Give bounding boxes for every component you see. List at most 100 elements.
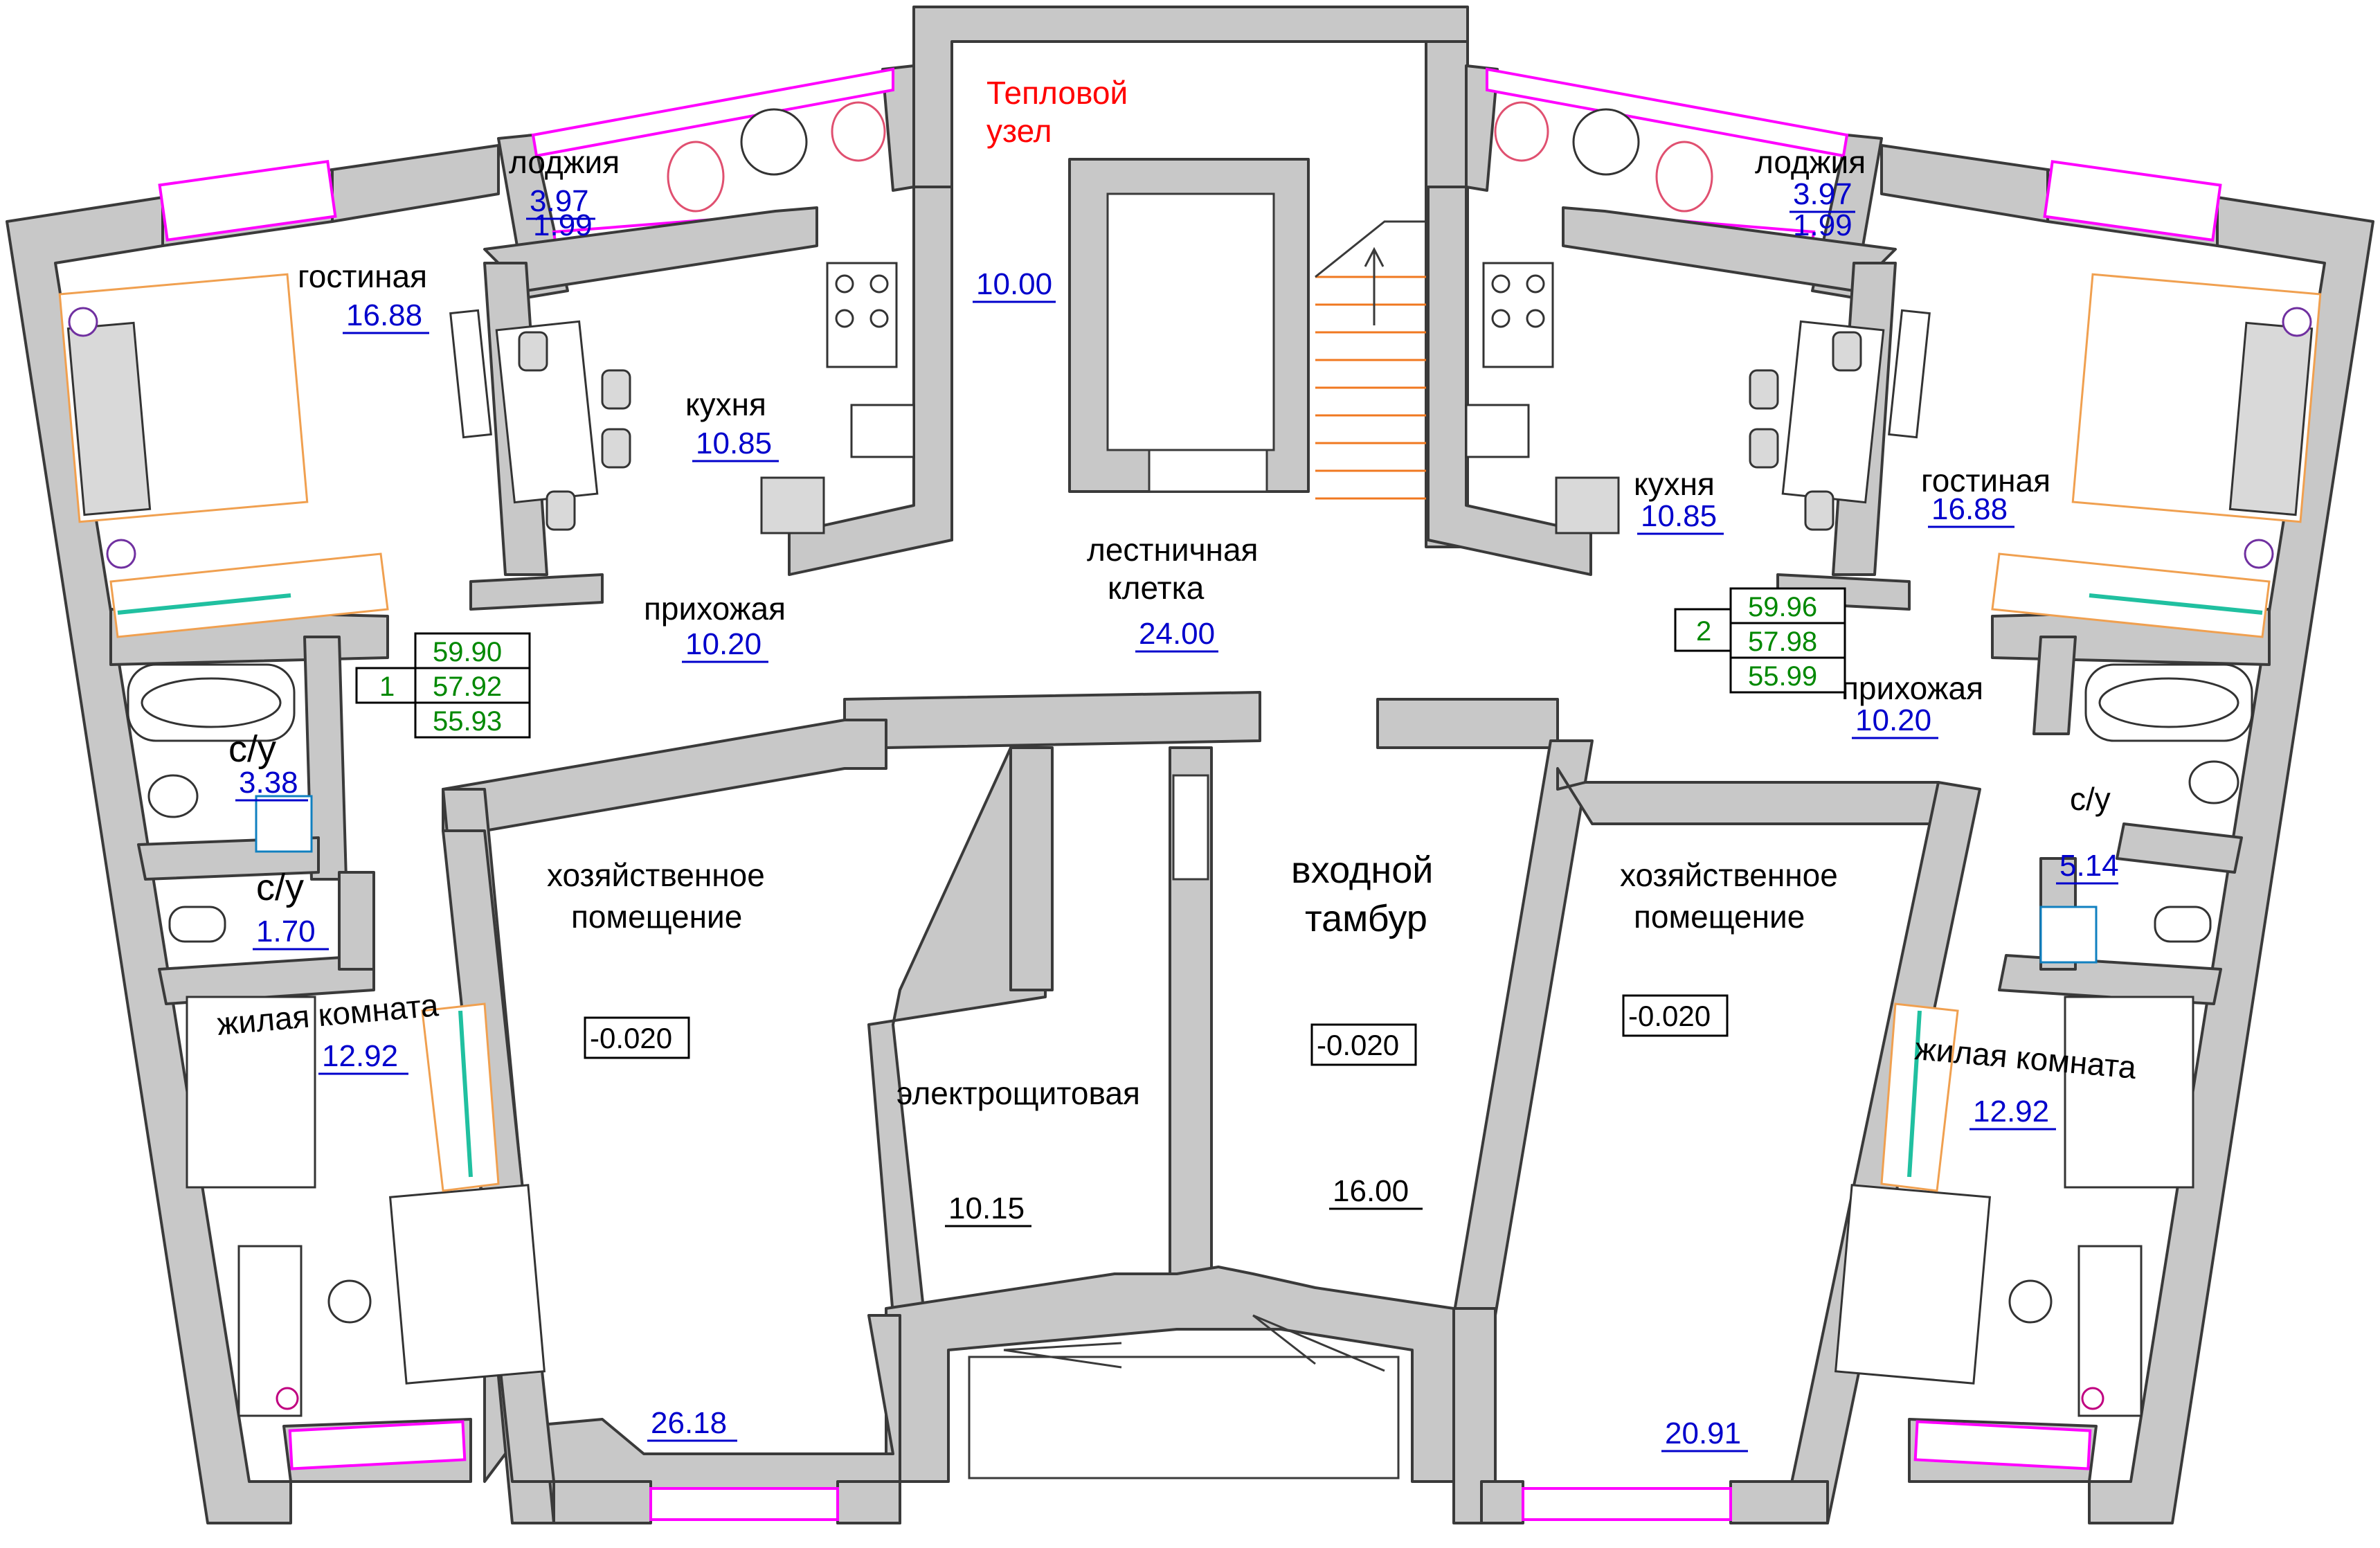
apt1-wc-label: с/у [256, 867, 304, 908]
apt2-sofa-back [2228, 321, 2314, 516]
entrance-bay [885, 1266, 1455, 1483]
apt1-burner-1 [835, 274, 854, 294]
left-storage-bottom-right [836, 1480, 901, 1524]
apt1-hall-area: 10.20 [685, 627, 761, 661]
apt2-bath-area: 5.14 [2059, 849, 2119, 883]
entrance-floor [968, 1356, 1400, 1479]
apt1-living-label: гостиная [298, 258, 427, 294]
apt1-loggia-chair-2 [831, 101, 886, 162]
storage-right-level-box [1622, 994, 1729, 1037]
storage-right-area: 20.91 [1665, 1416, 1741, 1450]
apt2-chair-1 [1832, 331, 1862, 372]
apt2-chair-3 [1749, 428, 1779, 469]
apt1-living-area: 16.88 [346, 298, 422, 332]
apt1-loggia-chair-1 [667, 141, 725, 213]
apt1-wardrobe-bedroom [421, 1002, 500, 1192]
apt1-living-window [158, 160, 337, 242]
apt2-desk [2077, 1245, 2143, 1417]
apt1-burner-4 [869, 309, 889, 328]
central-core [843, 6, 1594, 1483]
apt2-kitchen-left-wall [1427, 186, 1592, 576]
apt2-area-net: 55.99 [1748, 661, 1817, 692]
apt1-bath-area: 3.38 [239, 766, 298, 800]
apt1-area-table: 1 59.90 57.92 55.93 [355, 632, 531, 739]
apt2-chair-4 [1804, 490, 1834, 531]
apt2-living-area: 16.88 [1931, 492, 2008, 526]
apartment-2 [1427, 64, 2374, 1524]
apt1-lamp-1 [68, 307, 98, 337]
apt1-chair-1 [518, 331, 548, 372]
apt1-lamp-2 [106, 539, 136, 569]
storage-right-label-2: помещение [1634, 899, 1805, 935]
apt2-loggia-chair-1 [1655, 141, 1713, 213]
apt1-bathtub-inner [141, 677, 282, 728]
stair-hall-label: лестничная [1087, 532, 1258, 568]
apt1-bedroom-window [288, 1420, 467, 1470]
apt2-burner-4 [1526, 309, 1545, 328]
apt2-wardrobe-bedroom [1880, 1002, 1959, 1192]
apt1-burner-3 [835, 309, 854, 328]
apt1-wc-bottom [158, 954, 375, 1005]
electrical-right-wall [1009, 746, 1054, 991]
apt1-wardrobe-living [109, 552, 389, 638]
apt2-tv-stand [1888, 309, 1931, 439]
apt2-bedroom-window [1913, 1420, 2092, 1470]
apt2-kitchen-label: кухня [1634, 466, 1715, 502]
heat-node-area: 10.00 [976, 267, 1052, 301]
stair-hall-area: 24.00 [1139, 617, 1215, 651]
stair-flight [1315, 220, 1426, 500]
apt2-hall-label: прихожая [1841, 670, 1983, 706]
apt2-top-wall-2 [1880, 144, 2049, 223]
apt2-outlet [2081, 1387, 2104, 1410]
shaft-door [1148, 449, 1268, 493]
door-opening [1172, 774, 1209, 881]
apt1-bedroom-area: 12.92 [322, 1039, 398, 1073]
electrical-area: 10.15 [948, 1191, 1025, 1225]
apt1-toilet [168, 906, 226, 943]
vestibule-right-wall [1452, 739, 1594, 1317]
storage-left-area: 26.18 [651, 1406, 727, 1440]
right-storage-walls [1556, 767, 1940, 825]
apt2-area-living: 57.98 [1748, 627, 1817, 657]
apt2-bath-label: с/у [2070, 781, 2111, 817]
apt2-hall-area: 10.20 [1855, 703, 1931, 737]
apt1-tv-stand [449, 309, 492, 439]
apt2-bed-1 [2064, 996, 2194, 1189]
apt1-top-wall-2 [331, 144, 500, 223]
stair-hall-lower-wall-left [843, 691, 1261, 749]
apt2-kitchen-area: 10.85 [1641, 499, 1717, 533]
stair-hall-lower-wall-right [1376, 698, 1559, 749]
apt1-kitchen-area: 10.85 [696, 426, 772, 460]
apt1-loggia-area-2: 1.99 [533, 208, 593, 242]
apt2-washbasin [2188, 760, 2239, 804]
apt1-loggia-table [740, 108, 808, 176]
apt2-loggia-label: лоджия [1755, 144, 1866, 180]
apt1-bed-1 [186, 996, 316, 1189]
storage-left-label: хозяйственное [547, 857, 765, 893]
stair-hall-label-2: клетка [1108, 570, 1205, 606]
right-storage-bottom [1480, 1480, 1524, 1524]
apt1-kitchen-right-wall [788, 186, 953, 576]
apt1-loggia-window [531, 67, 894, 158]
apt1-chair-4 [546, 490, 576, 531]
electrical-label: электрощитовая [896, 1075, 1140, 1111]
apt1-loggia-label: лоджия [509, 144, 620, 180]
apt1-outlet [276, 1387, 299, 1410]
apt1-chair-3 [601, 428, 631, 469]
storage-right-level: -0.020 [1628, 1000, 1711, 1032]
shaft-inner [1106, 192, 1275, 451]
apt1-fridge [760, 476, 825, 534]
vestibule-label-2: тамбур [1305, 898, 1427, 939]
apt1-hall-label: прихожая [644, 591, 786, 627]
apt1-bath-label: с/у [228, 728, 276, 770]
apt2-sink [1465, 404, 1530, 458]
apt1-sink [850, 404, 915, 458]
apt2-chair-2 [1749, 369, 1779, 410]
apt2-area-table: 2 59.96 57.98 55.99 [1674, 587, 1846, 694]
storage-left-level: -0.020 [590, 1022, 672, 1054]
apt1-partition-1 [469, 573, 604, 611]
apt1-loggia-area: 3.97 [530, 184, 589, 218]
apt2-loggia-area: 3.97 [1793, 177, 1852, 211]
vestibule-level-box [1310, 1023, 1417, 1066]
